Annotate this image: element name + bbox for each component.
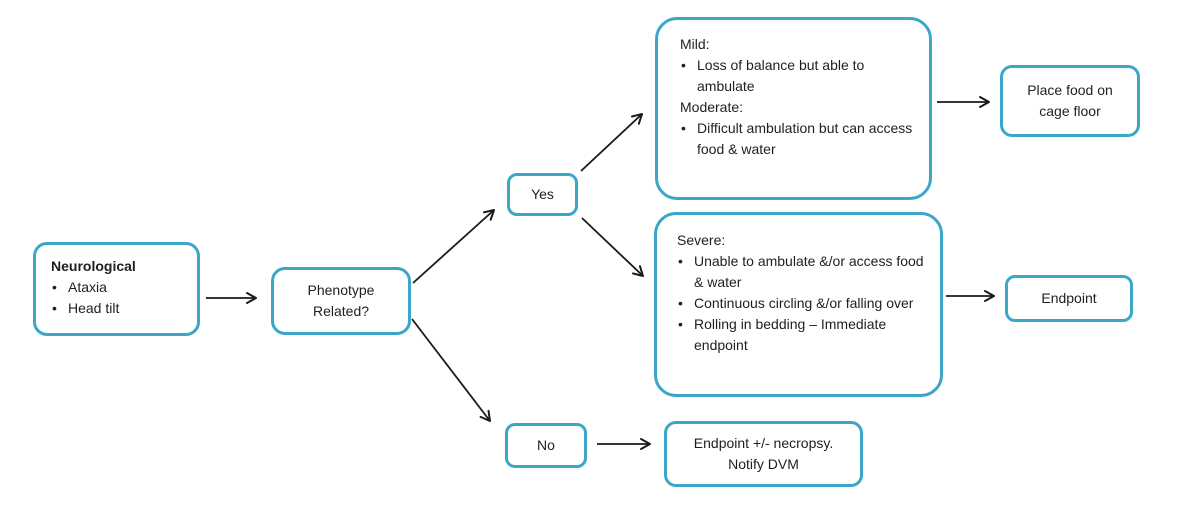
neurological-bullet: Ataxia xyxy=(51,277,187,298)
node-place-food: Place food on cage floor xyxy=(1000,65,1140,137)
endpoint-label: Endpoint xyxy=(1041,290,1097,306)
mild-heading: Mild: xyxy=(680,36,710,52)
severe-bullet: Continuous circling &/or falling over xyxy=(677,293,932,314)
no-label: No xyxy=(537,437,555,453)
arrow-phenotype-to-yes xyxy=(412,209,495,284)
neurological-title: Neurological xyxy=(51,258,136,274)
mild-bullet: Loss of balance but able to ambulate xyxy=(680,55,919,97)
node-yes: Yes xyxy=(507,173,578,216)
node-mild-moderate: Mild: Loss of balance but able to ambula… xyxy=(655,17,932,200)
moderate-heading: Moderate: xyxy=(680,99,744,115)
node-endpoint-necropsy: Endpoint +/- necropsy. Notify DVM xyxy=(664,421,863,487)
phenotype-label: Phenotype Related? xyxy=(307,282,375,319)
node-no: No xyxy=(505,423,587,468)
arrow-phenotype-to-no xyxy=(411,318,491,422)
arrow-yes-to-mild-moderate xyxy=(580,113,643,172)
neurological-bullet: Head tilt xyxy=(51,298,187,319)
moderate-bullet: Difficult ambulation but can access food… xyxy=(680,118,919,160)
severe-heading: Severe: xyxy=(677,232,726,248)
severe-bullet: Rolling in bedding – Immediate endpoint xyxy=(677,314,932,356)
arrow-yes-to-severe xyxy=(581,217,644,277)
node-endpoint: Endpoint xyxy=(1005,275,1133,322)
endpoint-necropsy-label: Endpoint +/- necropsy. Notify DVM xyxy=(693,435,834,472)
node-severe: Severe: Unable to ambulate &/or access f… xyxy=(654,212,943,397)
severe-bullet: Unable to ambulate &/or access food & wa… xyxy=(677,251,932,293)
yes-label: Yes xyxy=(531,186,554,202)
node-neurological: Neurological Ataxia Head tilt xyxy=(33,242,200,336)
node-phenotype-related: Phenotype Related? xyxy=(271,267,411,335)
place-food-label: Place food on cage floor xyxy=(1027,82,1113,119)
